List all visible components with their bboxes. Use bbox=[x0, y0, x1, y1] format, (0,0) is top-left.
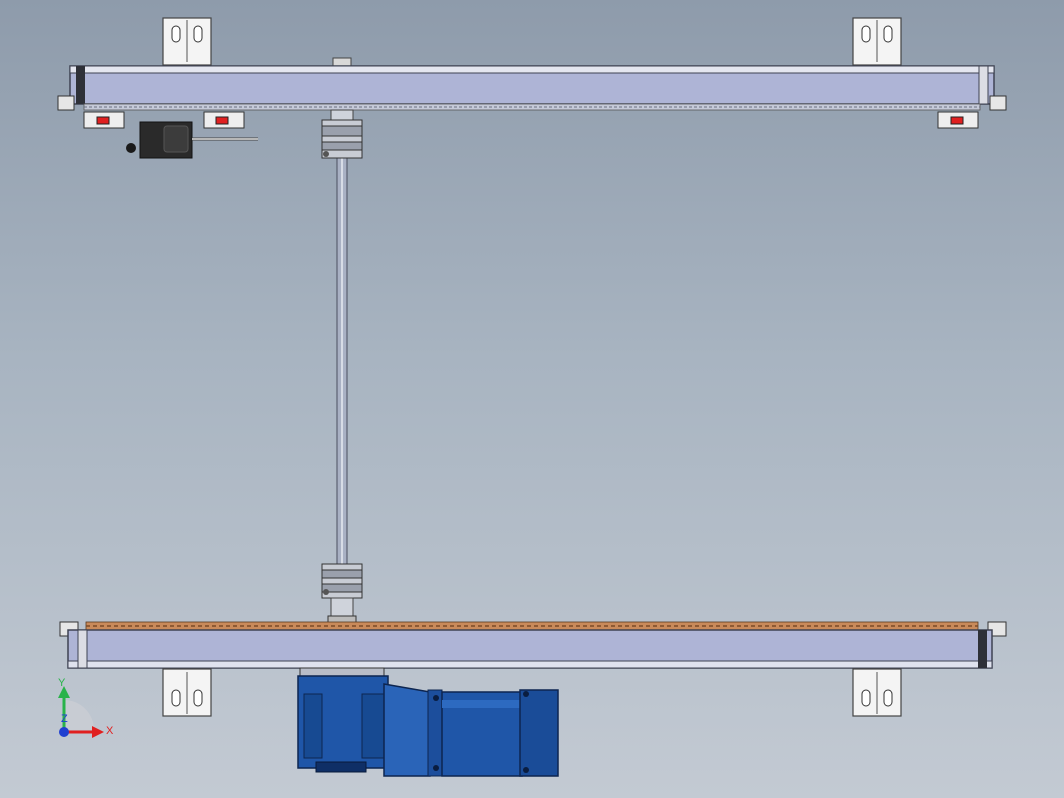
mounting-bracket-bottom-left bbox=[162, 668, 212, 717]
mounting-bracket-bottom-right bbox=[852, 668, 902, 717]
drive-shaft[interactable] bbox=[336, 157, 348, 567]
mounting-bracket-top-left bbox=[162, 17, 212, 66]
limit-switch-right bbox=[937, 111, 979, 129]
y-axis-label: Y bbox=[58, 677, 66, 689]
gear-motor[interactable] bbox=[297, 667, 559, 777]
shaft-coupling-lower bbox=[321, 563, 363, 625]
mounting-bracket-top-right bbox=[852, 17, 902, 66]
proximity-sensor bbox=[126, 121, 258, 159]
x-axis-label: X bbox=[106, 725, 114, 737]
coordinate-triad: Y X Z bbox=[58, 677, 114, 738]
limit-switch-middle bbox=[203, 111, 245, 129]
limit-switch-left bbox=[83, 111, 125, 129]
z-axis-dot bbox=[59, 727, 69, 737]
top-conveyor-rail[interactable] bbox=[57, 17, 1007, 159]
bottom-conveyor-rail[interactable] bbox=[59, 621, 1007, 717]
shaft-coupling-upper bbox=[321, 109, 363, 159]
z-axis-label: Z bbox=[61, 713, 68, 725]
